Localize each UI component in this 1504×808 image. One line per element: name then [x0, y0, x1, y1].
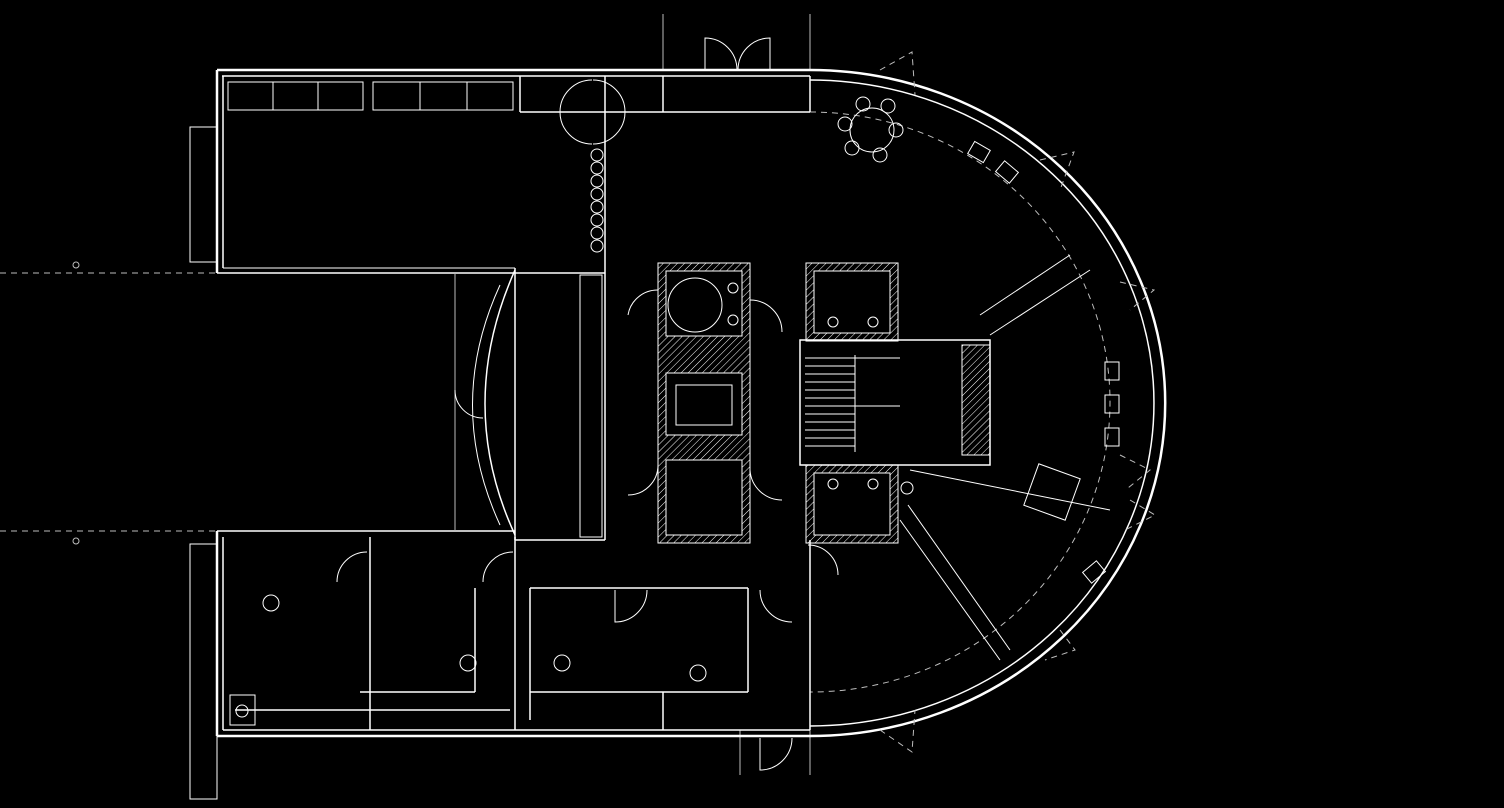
core-block — [657, 262, 991, 544]
storage-cabinets — [227, 81, 514, 111]
ramp-walls — [899, 254, 1111, 661]
column-circles — [590, 148, 604, 253]
workstations — [967, 140, 1120, 584]
facade-fins — [879, 51, 1157, 753]
exterior-walls — [189, 68, 1167, 800]
interior-walls — [235, 76, 811, 730]
door-swings — [336, 37, 839, 771]
sanitary-fixtures — [229, 282, 914, 726]
stair-treads — [805, 355, 900, 452]
round-table-with-chairs — [837, 96, 904, 163]
axis-lines — [0, 14, 811, 775]
foyer-glazing — [454, 269, 603, 538]
